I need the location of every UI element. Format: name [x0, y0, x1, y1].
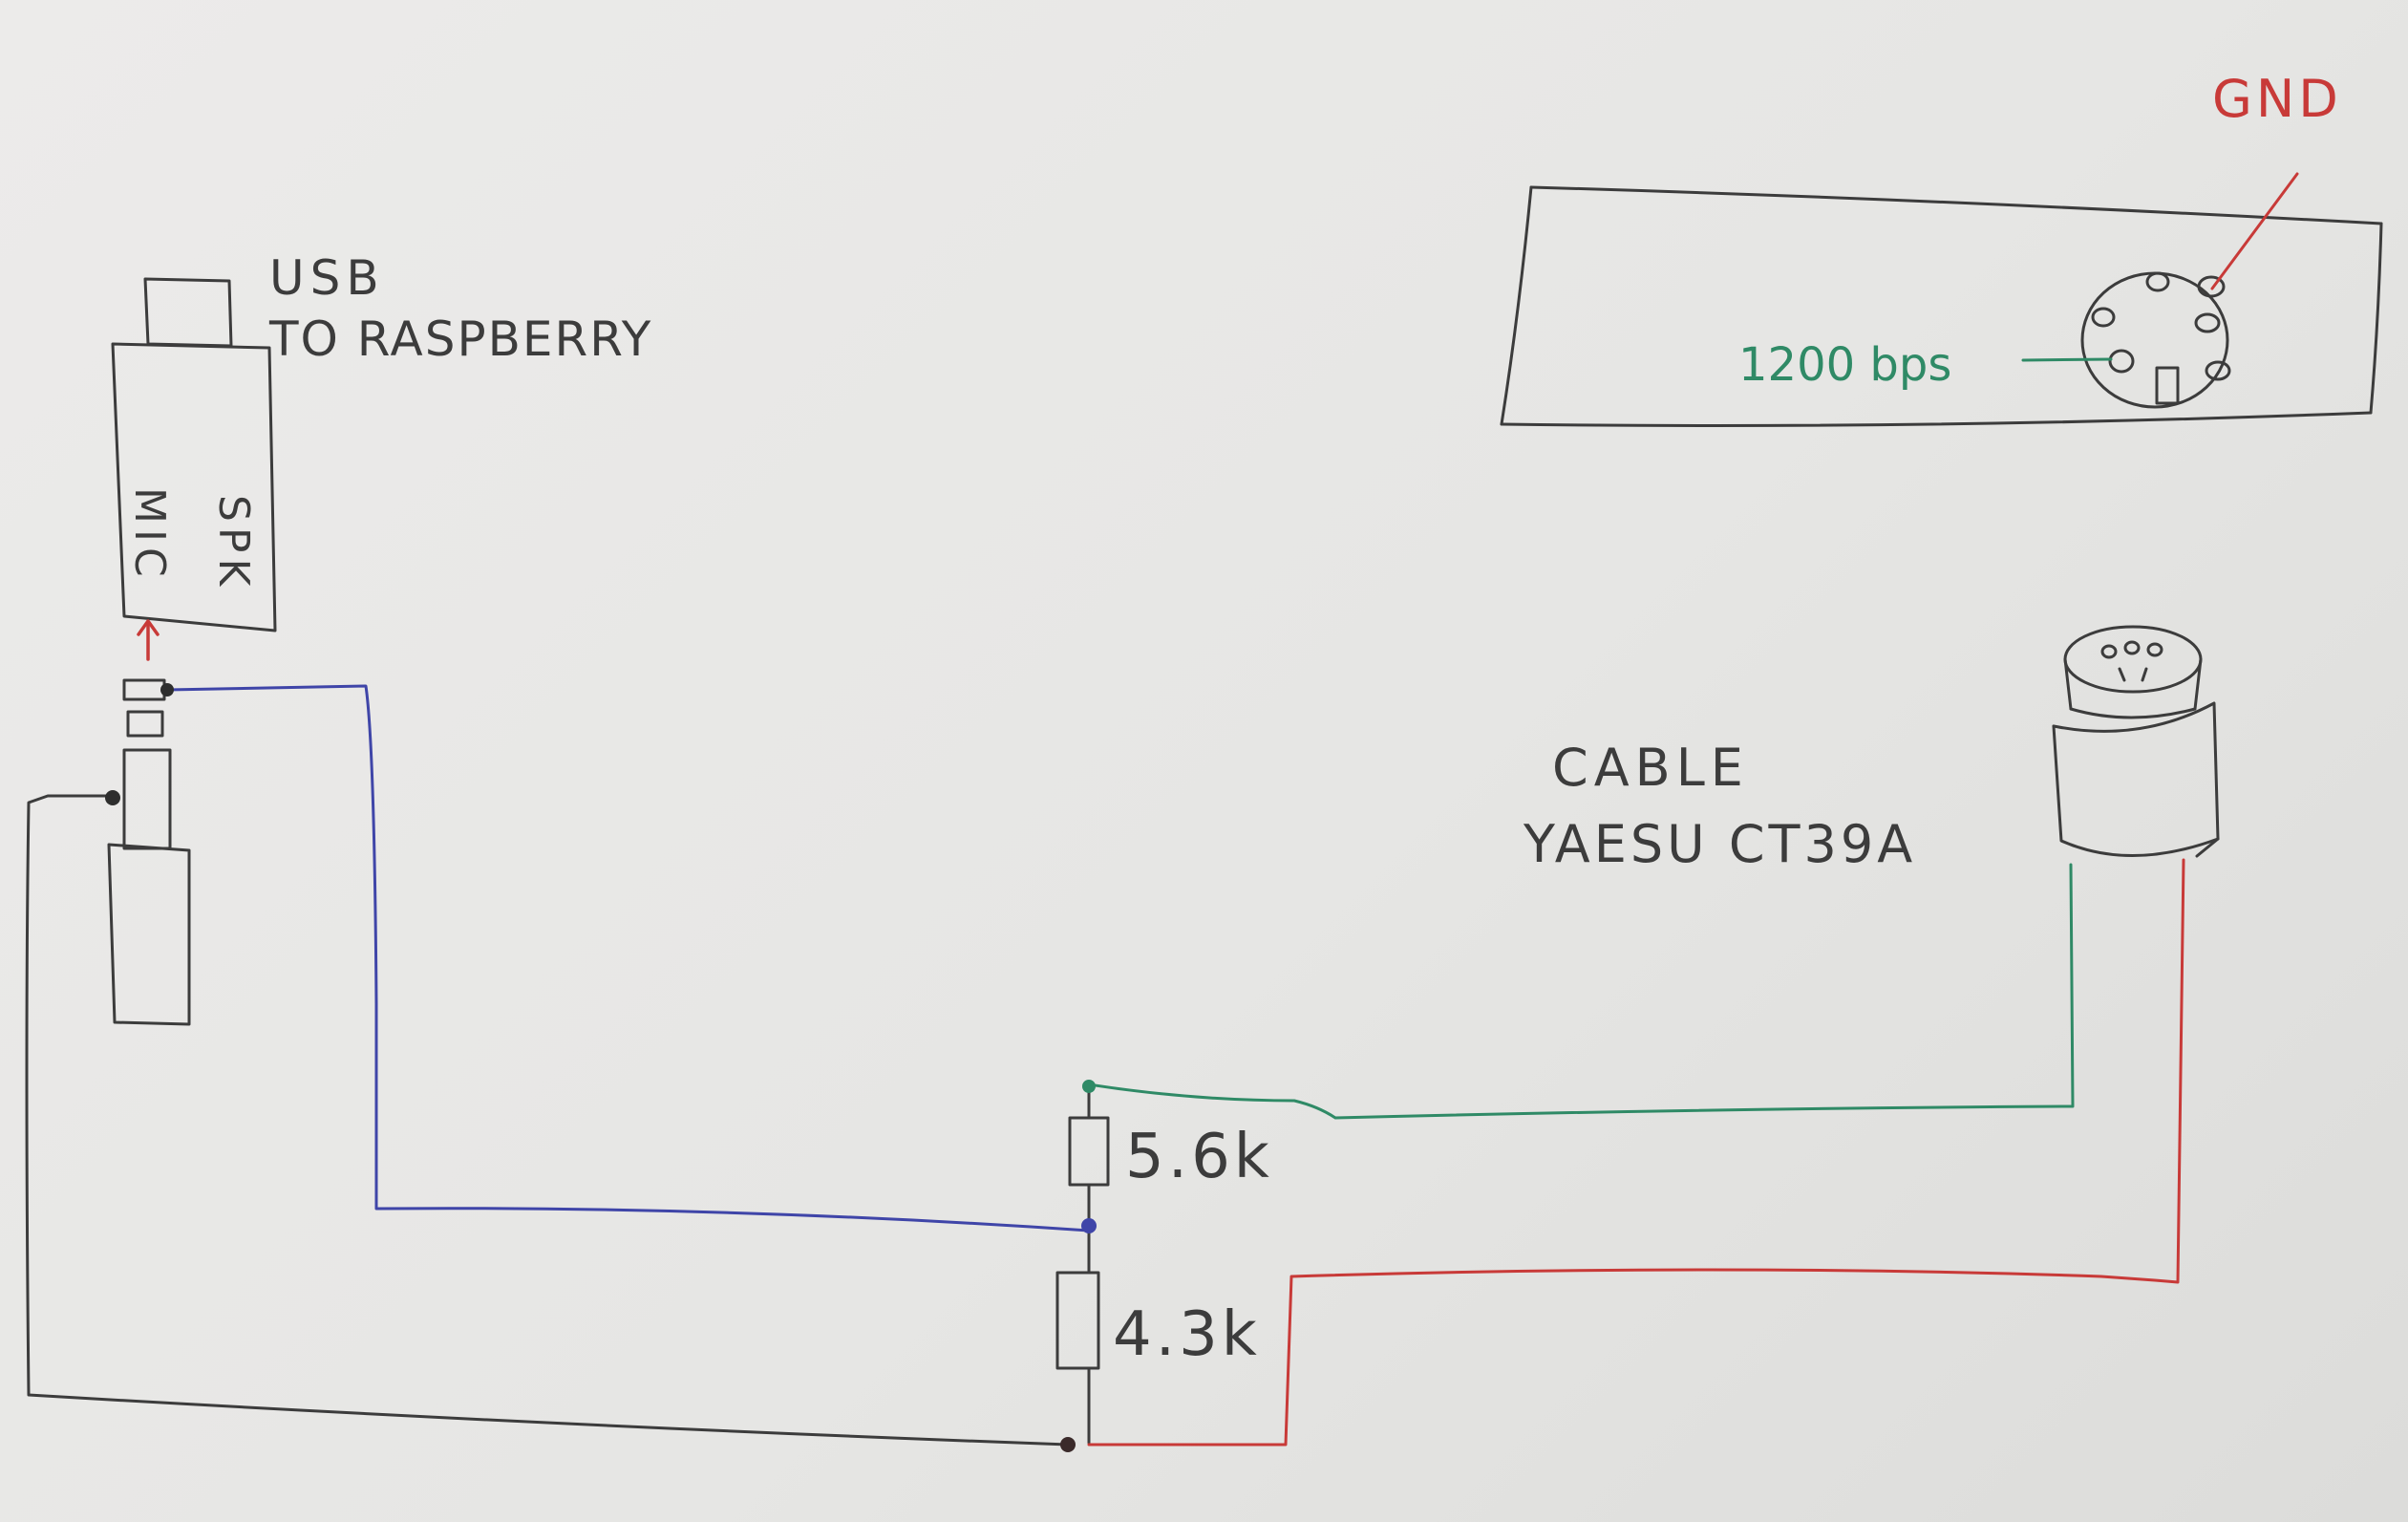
- spk-label: SPK: [209, 495, 258, 591]
- sleeve-junction: [105, 790, 120, 805]
- resistor-4-3k: [1055, 1229, 1100, 1445]
- resistor-5-6k: [1068, 1087, 1110, 1223]
- baud-label: 1200 bps: [1738, 338, 1951, 392]
- ct39a-plug: [2052, 625, 2220, 858]
- resistor-4-3k-label: 4.3k: [1113, 1299, 1261, 1370]
- yaesu-label: YAESU CT39A: [1523, 814, 1916, 874]
- gnd-label: GND: [2212, 69, 2342, 129]
- mic-arrow-icon: [137, 619, 160, 661]
- mid-junction: [1081, 1218, 1097, 1233]
- radio-body: [1500, 185, 2383, 427]
- mic-label: MIC: [125, 487, 174, 583]
- gnd-pointer: [2210, 172, 2299, 290]
- baud-pointer: [2021, 357, 2113, 362]
- top-junction: [1082, 1080, 1096, 1093]
- bottom-junction: [1060, 1437, 1076, 1452]
- blue-wire: [165, 684, 1091, 1233]
- red-wire: [1087, 858, 2185, 1447]
- data-socket: [2080, 271, 2231, 409]
- ground-wire: [25, 794, 1070, 1447]
- to-raspberry-label: TO RASPBERRY: [268, 311, 652, 367]
- cable-label: CABLE: [1552, 738, 1749, 798]
- usb-sound-card: [111, 277, 277, 632]
- usb-plug: [143, 277, 233, 348]
- green-wire: [1087, 863, 2075, 1120]
- audio-jack-plug: [107, 678, 191, 1026]
- resistor-5-6k-label: 5.6k: [1125, 1122, 1273, 1192]
- mic-tip-junction: [160, 683, 174, 697]
- usb-card-body: [111, 342, 277, 632]
- usb-label: USB: [269, 250, 385, 306]
